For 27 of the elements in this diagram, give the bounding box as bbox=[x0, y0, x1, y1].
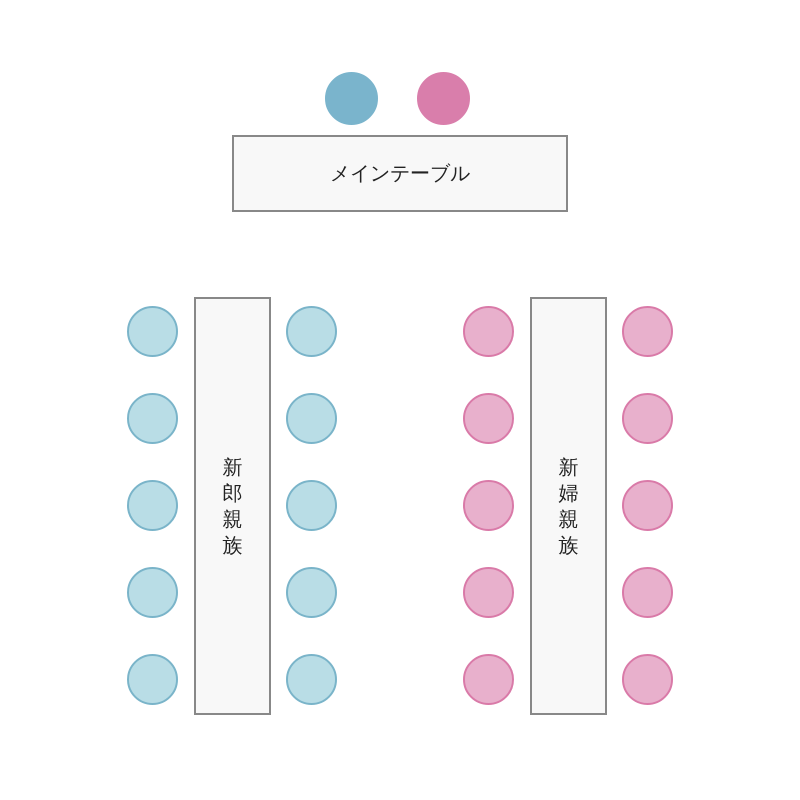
seat-circle bbox=[463, 654, 514, 705]
seat-circle bbox=[622, 654, 673, 705]
seat-circle bbox=[463, 480, 514, 531]
seat-circle bbox=[286, 567, 337, 618]
seat-circle bbox=[127, 393, 178, 444]
seat-circle bbox=[622, 393, 673, 444]
seat-circle bbox=[463, 393, 514, 444]
table bbox=[530, 297, 607, 715]
seat-circle bbox=[127, 480, 178, 531]
seat-circle bbox=[127, 306, 178, 357]
seat-circle bbox=[286, 480, 337, 531]
seat-circle bbox=[417, 72, 470, 125]
seat-circle bbox=[286, 306, 337, 357]
seat-circle bbox=[127, 567, 178, 618]
seat-circle bbox=[622, 480, 673, 531]
seat-circle bbox=[286, 654, 337, 705]
main-table: メインテーブル bbox=[232, 135, 568, 212]
table bbox=[194, 297, 271, 715]
table-label: 新郎親族 bbox=[222, 454, 243, 558]
seat-circle bbox=[286, 393, 337, 444]
seat-circle bbox=[622, 567, 673, 618]
seat-circle bbox=[463, 306, 514, 357]
seat-circle bbox=[622, 306, 673, 357]
seat-circle bbox=[463, 567, 514, 618]
seat-circle bbox=[127, 654, 178, 705]
table-label: 新婦親族 bbox=[558, 454, 579, 558]
seat-circle bbox=[325, 72, 378, 125]
